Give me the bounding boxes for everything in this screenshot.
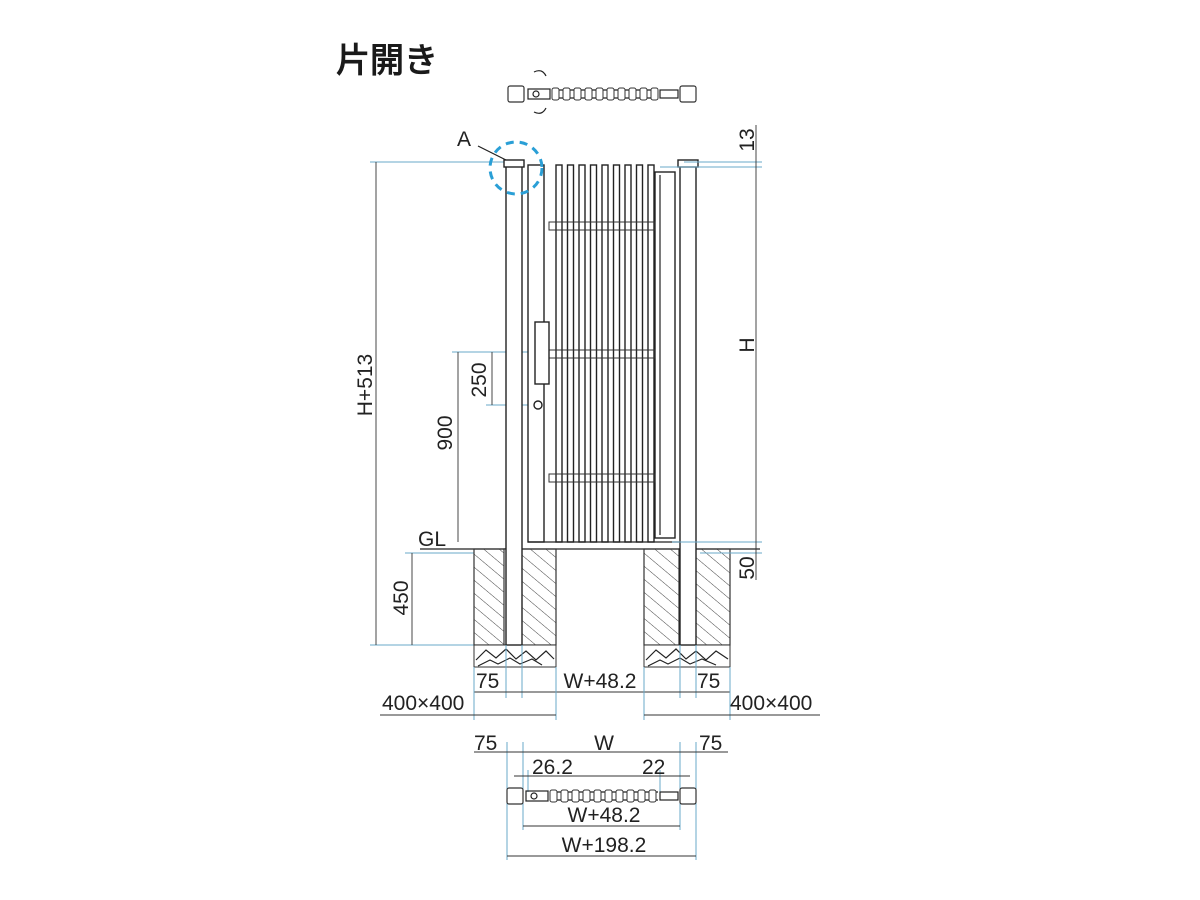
plan-slat: [639, 87, 648, 101]
label-foundation-depth: 450: [390, 580, 413, 615]
dim-right: 13 H 50: [660, 125, 762, 580]
top-plan-icon: [507, 70, 697, 114]
plan-slat: [549, 789, 558, 803]
plan-post-right: [679, 787, 697, 805]
label-plan-opening: W+48.2: [568, 804, 641, 827]
post-right: [679, 164, 697, 646]
plan-slat: [584, 87, 593, 101]
detail-a-callout: A: [457, 128, 544, 196]
label-handle-height: 900: [434, 415, 457, 450]
dim-overall-height: H+513: [354, 161, 512, 646]
label-footing-left: 400×400: [382, 692, 464, 715]
label-plan-post-right: 75: [699, 732, 722, 755]
label-plan-width: W: [594, 732, 614, 755]
label-post-right: 75: [697, 670, 720, 693]
label-plan-post-left: 75: [474, 732, 497, 755]
plan-slat: [562, 87, 571, 101]
plan-slat: [593, 789, 602, 803]
plan-slat: [604, 789, 613, 803]
label-gate-height: H: [736, 337, 759, 352]
plan-slat: [626, 789, 635, 803]
label-handle-span: 250: [468, 362, 491, 397]
hinge-stile: [654, 171, 676, 539]
post-left: [505, 164, 523, 646]
dim-handle-height: 900: [434, 351, 528, 542]
plan-slat: [571, 789, 580, 803]
label-plan-overall: W+198.2: [562, 834, 647, 857]
label-ground-gap: 50: [736, 556, 759, 579]
plan-post-left: [506, 787, 524, 805]
gate-rail: [548, 473, 656, 483]
gate-slats: [555, 164, 655, 543]
plan-slat: [615, 789, 624, 803]
label-latch-offset: 26.2: [532, 756, 573, 779]
plan-slat: [628, 87, 637, 101]
label-overall-height: H+513: [354, 354, 377, 416]
plan-slat: [617, 87, 626, 101]
label-opening: W+48.2: [564, 670, 637, 693]
dim-elevation-bottom: 75 W+48.2 75 400×400 400×400: [380, 645, 820, 720]
label-footing-right: 400×400: [730, 692, 812, 715]
plan-slat: [595, 87, 604, 101]
detail-a-circle: [488, 140, 544, 196]
plan-slat: [551, 87, 560, 101]
dim-foundation-depth: 450: [390, 552, 474, 645]
dim-handle-span: 250: [468, 352, 534, 406]
plan-slat: [606, 87, 615, 101]
plan-slat: [582, 789, 591, 803]
ground-line: GL: [418, 528, 760, 551]
gate-rails: [548, 221, 656, 483]
plan-slat: [573, 87, 582, 101]
plan-slat: [560, 789, 569, 803]
label-top-offset: 13: [736, 128, 759, 151]
plan-slat: [648, 789, 657, 803]
page-title: 片開き: [336, 41, 438, 81]
handle: [534, 321, 550, 385]
label-hinge-offset: 22: [642, 756, 665, 779]
plan-slat: [637, 789, 646, 803]
keyhole: [533, 400, 543, 410]
plan-slat: [650, 87, 659, 101]
gate-rail: [548, 221, 656, 231]
gate-elevation: [503, 159, 699, 646]
label-gl: GL: [418, 528, 446, 551]
label-post-left: 75: [476, 670, 499, 693]
plan-view: 75 W 75 26.2 22 W+48.2 W+198.2: [474, 732, 728, 860]
label-detail-a: A: [457, 128, 471, 151]
